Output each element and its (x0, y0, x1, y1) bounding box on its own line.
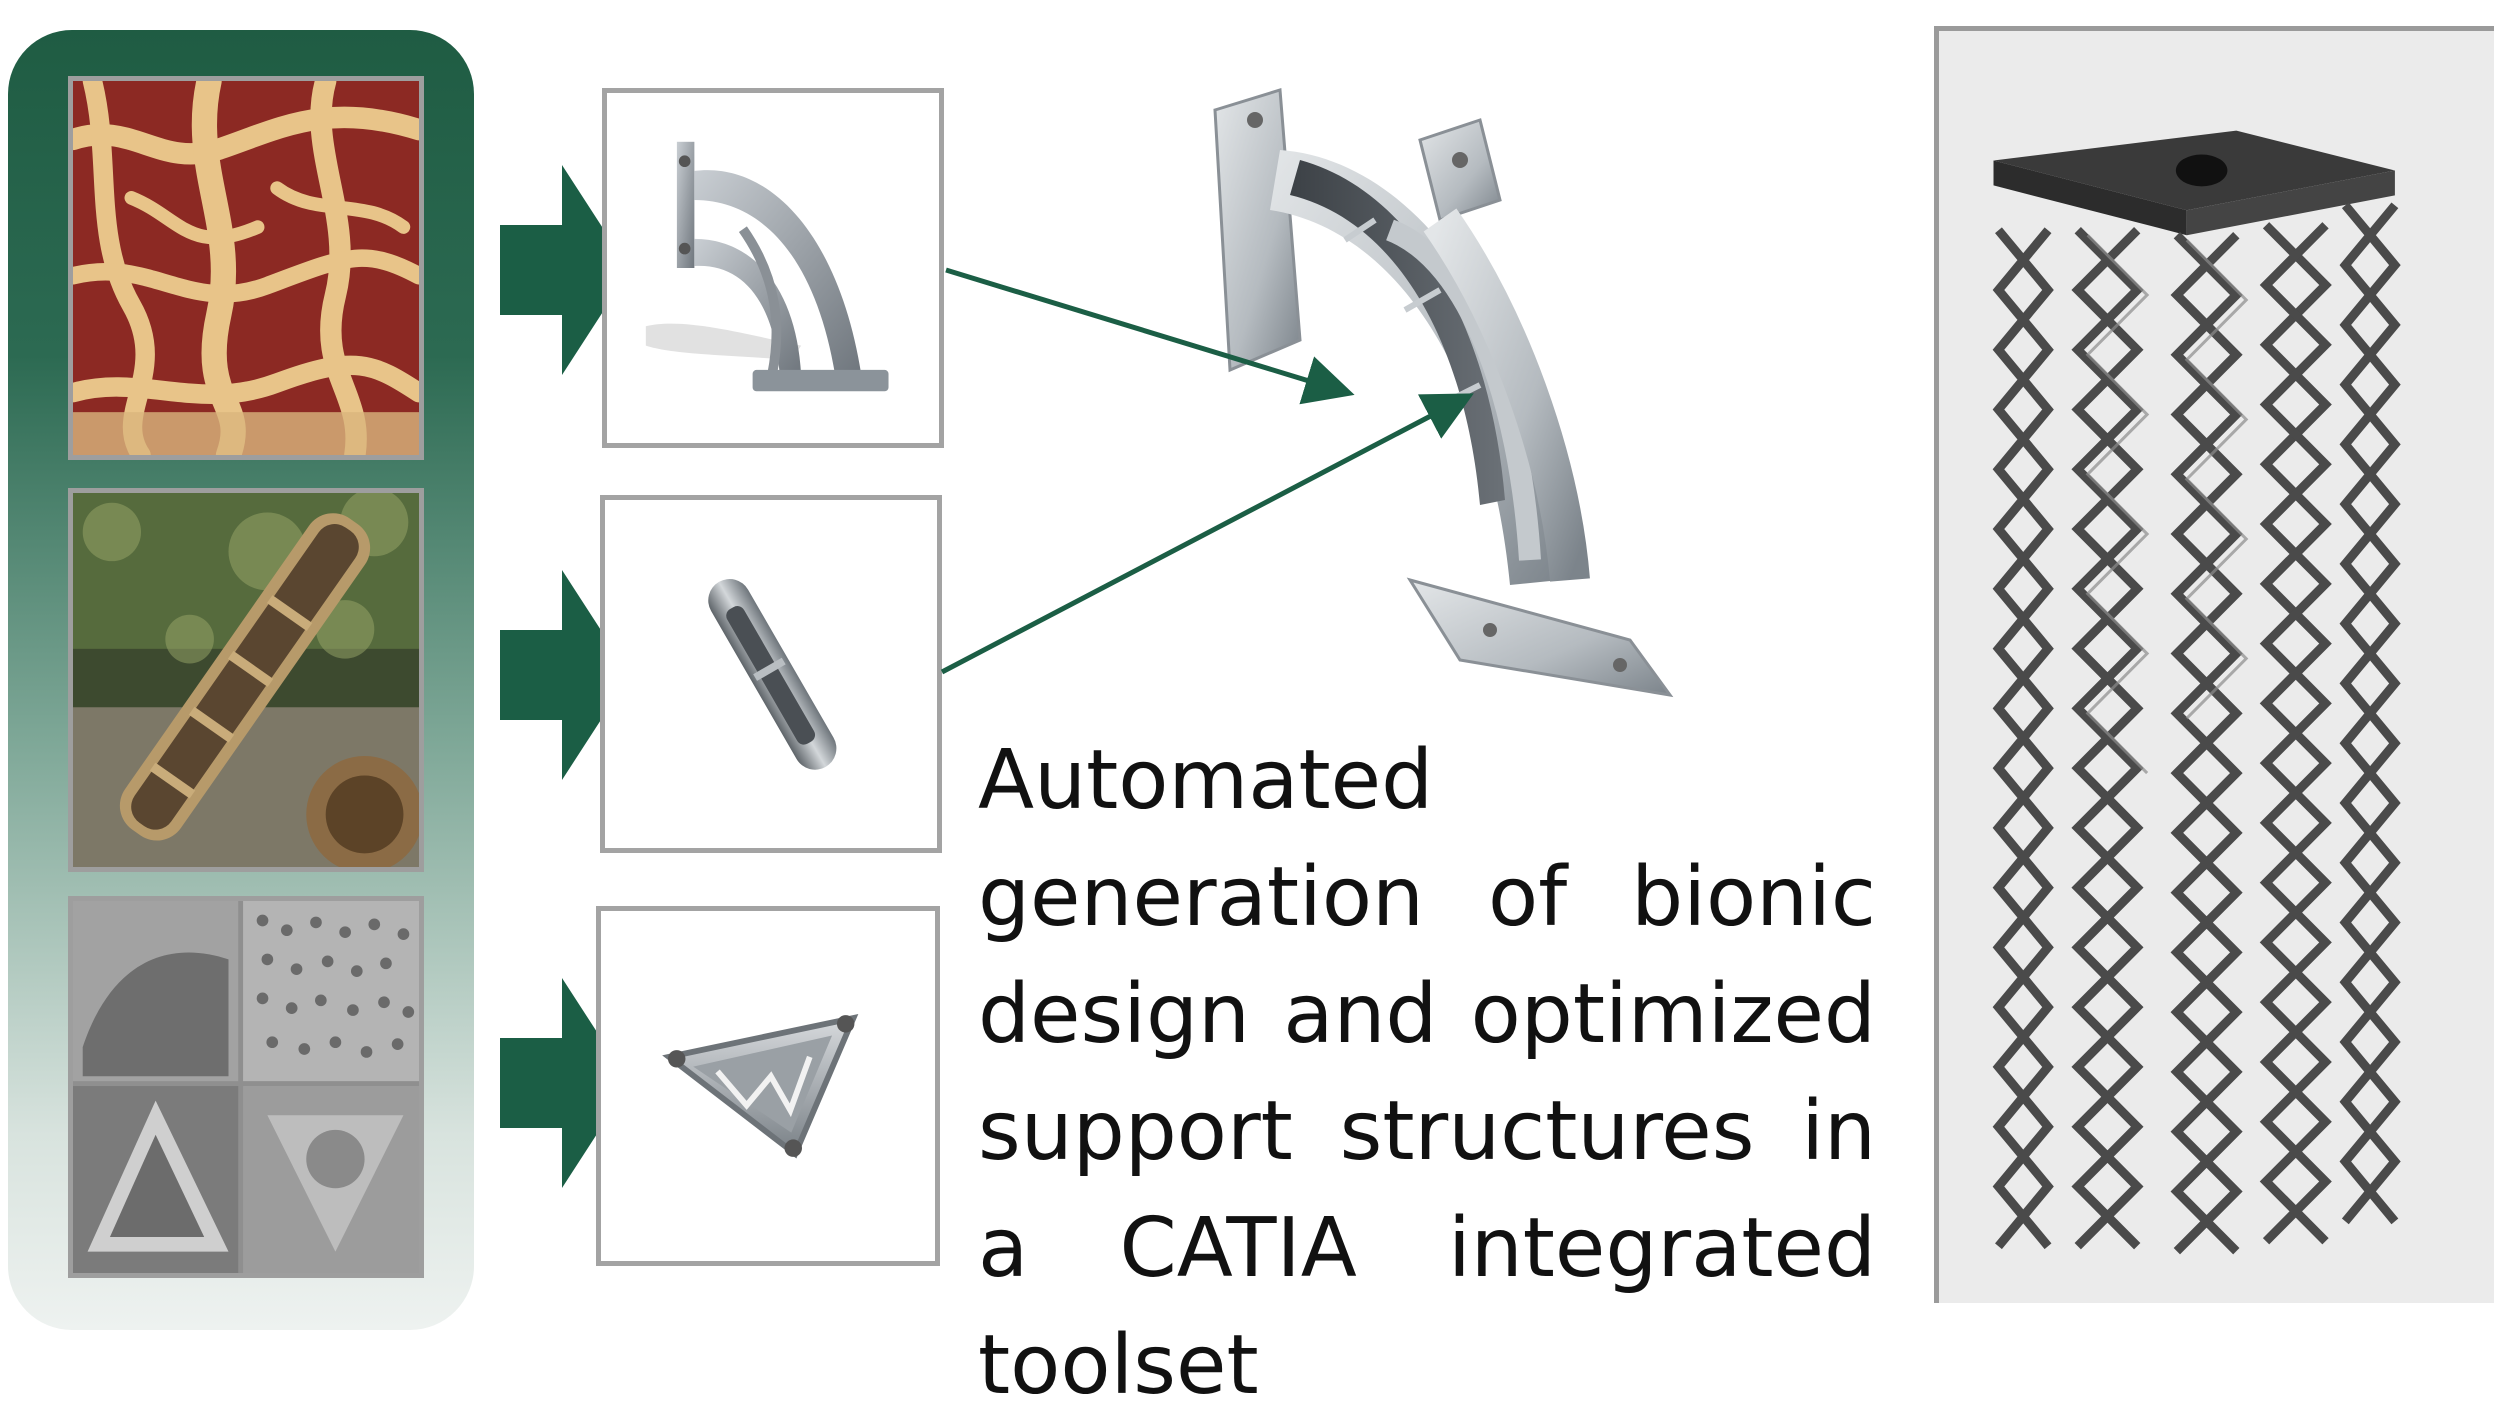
bracket-topology-thumbnail (602, 88, 944, 448)
lattice-structure-image (1934, 26, 2494, 1303)
block-right-arrow-icon (500, 165, 630, 375)
block-right-arrow-icon (500, 978, 630, 1188)
plant-stem-image (68, 488, 424, 872)
bionic-bracket-image (1160, 80, 1720, 720)
triangular-node-thumbnail (596, 906, 940, 1266)
hollow-strut-thumbnail (600, 495, 942, 853)
bone-structure-image (68, 76, 424, 460)
diatom-micrograph-image (68, 896, 424, 1278)
block-right-arrow-icon (500, 570, 630, 780)
caption-text: Automated generation of bionic design an… (978, 733, 1876, 1413)
